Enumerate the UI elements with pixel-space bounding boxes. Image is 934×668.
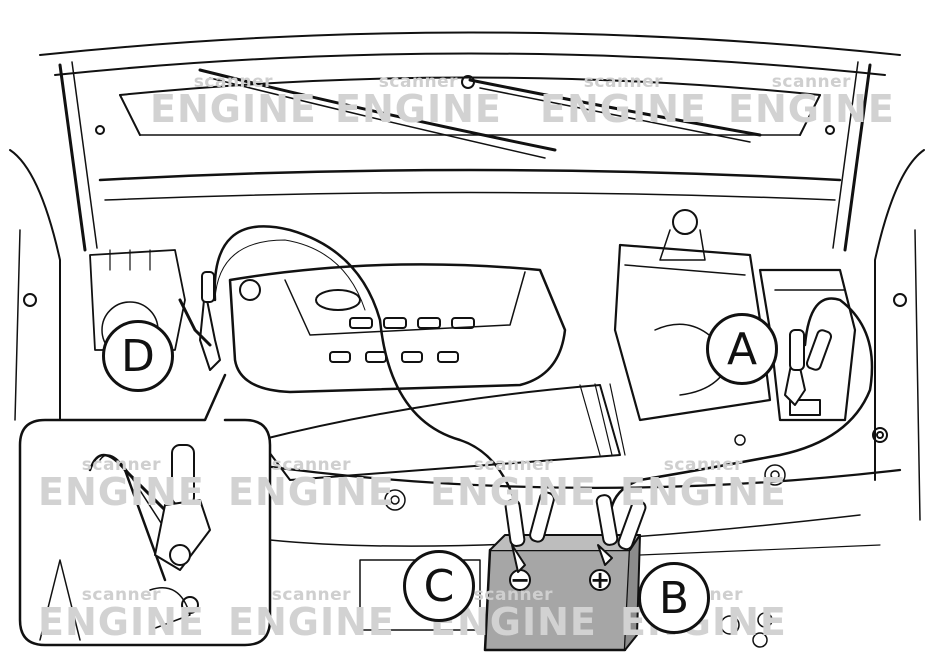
booster-battery [483,534,641,652]
callout-a: A [706,313,778,385]
callout-d: D [102,320,174,392]
callout-c: C [403,550,475,622]
battery-clamps [504,491,647,573]
clips [384,434,786,648]
hood-struts [58,61,872,252]
clamp-ground-d [178,271,221,371]
clamp-positive-a [784,329,833,406]
jumper-cable-positive [608,297,874,522]
reservoir [659,209,706,261]
fenders [9,149,925,521]
hood [39,31,901,159]
engine-cover [228,263,567,394]
inset-detail [18,373,272,647]
positive-terminal-symbol: + [590,566,611,594]
negative-terminal-symbol: − [510,566,531,594]
intake-duct [259,383,626,481]
callout-b: B [638,562,710,634]
jumper-cable-negative [213,225,522,522]
